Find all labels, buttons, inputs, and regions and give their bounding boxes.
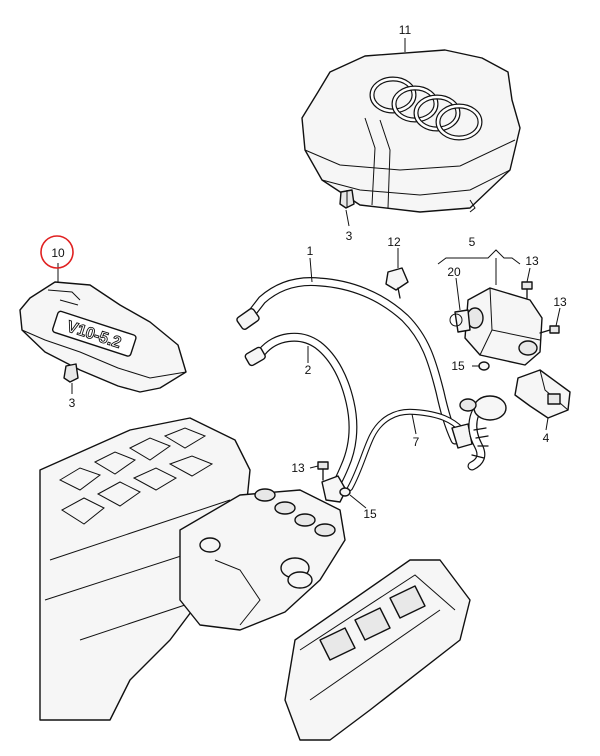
callout-3-top[interactable]: 3 xyxy=(346,229,353,243)
callout-4[interactable]: 4 xyxy=(543,431,550,445)
corrugated-pipe[interactable] xyxy=(459,395,507,471)
breather-hose-1[interactable] xyxy=(236,277,460,445)
callout-11[interactable]: 11 xyxy=(399,23,412,37)
pressure-regulating-valve[interactable] xyxy=(449,287,543,366)
callout-1[interactable]: 1 xyxy=(307,244,314,258)
callout-5[interactable]: 5 xyxy=(469,235,476,249)
bolt-13-right[interactable] xyxy=(539,325,560,334)
breather-hose-2[interactable] xyxy=(244,332,358,495)
callout-13-bottom[interactable]: 13 xyxy=(291,461,305,475)
callout-12[interactable]: 12 xyxy=(387,235,401,249)
callout-13-right[interactable]: 13 xyxy=(553,295,567,309)
engine-cover-top[interactable] xyxy=(301,49,521,213)
rings-logo xyxy=(369,76,483,141)
callout-7[interactable]: 7 xyxy=(413,435,420,449)
leader-lines xyxy=(57,38,561,509)
cam-cap-row xyxy=(319,585,426,661)
clip-side-cover[interactable] xyxy=(63,363,79,383)
engine-cover-side[interactable]: V10-5.2 xyxy=(19,281,187,393)
callout-20[interactable]: 20 xyxy=(447,265,461,279)
elbow-connector[interactable] xyxy=(321,475,351,503)
callout-15-bottom[interactable]: 15 xyxy=(363,507,377,521)
cylinder-head xyxy=(284,559,471,741)
clamp-12[interactable] xyxy=(385,267,409,299)
callout-10[interactable]: 10 xyxy=(51,246,65,260)
clip-top-cover[interactable] xyxy=(339,189,355,209)
seal-15-mid[interactable] xyxy=(478,361,490,371)
intake-manifold xyxy=(179,488,346,631)
breather-pipe-7[interactable] xyxy=(347,408,473,491)
bracket-4[interactable] xyxy=(514,369,571,419)
callout-13-top[interactable]: 13 xyxy=(525,254,539,268)
bolt-13-top[interactable] xyxy=(521,281,533,299)
callout-15-mid[interactable]: 15 xyxy=(451,359,465,373)
callout-labels: 11 3 10 3 1 2 12 5 20 13 13 15 4 7 13 15 xyxy=(51,23,567,521)
callout-2[interactable]: 2 xyxy=(305,363,312,377)
bolt-13-bottom[interactable] xyxy=(317,461,329,481)
callout-3-side[interactable]: 3 xyxy=(69,396,76,410)
highlight-circle xyxy=(40,235,74,269)
